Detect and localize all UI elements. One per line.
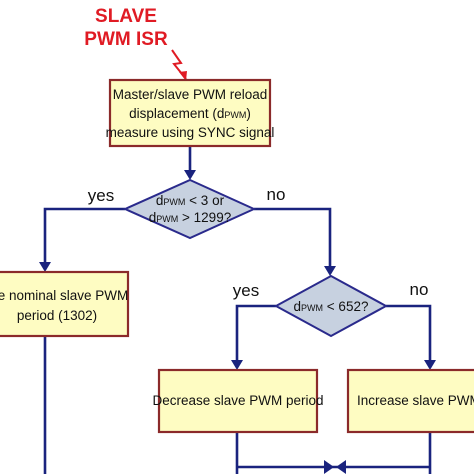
measure-box: Master/slave PWM reload displacement (dP…: [106, 78, 275, 148]
connector-no-to-increase: [386, 304, 432, 362]
connectors: [39, 146, 436, 474]
decision-1: dPWM < 3 or dPWM > 1299?: [122, 178, 257, 240]
connector-yes-to-decrease: [235, 304, 276, 362]
arrowhead-restore: [39, 262, 51, 272]
decision1-yes-label: yes: [88, 186, 114, 205]
interrupt-bolt-icon: [171, 49, 187, 81]
connector-no-to-decision2: [254, 207, 332, 268]
measure-line-3: measure using SYNC signal: [106, 125, 275, 140]
restore-line-2: period (1302): [17, 308, 97, 323]
decrease-box: Decrease slave PWM period: [152, 368, 324, 434]
decision1-line-1: dPWM < 3 or: [156, 193, 225, 208]
restore-box: ore nominal slave PWM period (1302): [0, 270, 130, 338]
measure-line-2: displacement (dPWM): [129, 106, 251, 121]
arrowhead-decrease: [231, 360, 243, 370]
decision2-no-label: no: [410, 280, 429, 299]
title-line-1: SLAVE: [95, 6, 157, 27]
arrowhead-merge-left: [336, 460, 346, 474]
decision1-line-2: dPWM > 1299?: [149, 210, 231, 225]
arrowhead-decision2: [324, 266, 336, 276]
arrowhead-increase: [424, 360, 436, 370]
connector-yes-to-restore: [43, 207, 125, 264]
decision-2: dPWM < 652?: [273, 274, 389, 338]
decrease-label: Decrease slave PWM period: [152, 393, 323, 408]
arrowhead-merge-right: [324, 460, 334, 474]
increase-box: Increase slave PWM peri: [346, 368, 474, 434]
increase-label: Increase slave PWM peri: [357, 393, 474, 408]
decision1-no-label: no: [267, 185, 286, 204]
arrowhead-decision1: [184, 170, 196, 180]
decision2-yes-label: yes: [233, 281, 259, 300]
title-line-2: PWM ISR: [84, 29, 168, 50]
restore-line-1: ore nominal slave PWM: [0, 288, 128, 303]
decision2-text: dPWM < 652?: [294, 299, 369, 314]
measure-line-1: Master/slave PWM reload: [113, 87, 268, 102]
